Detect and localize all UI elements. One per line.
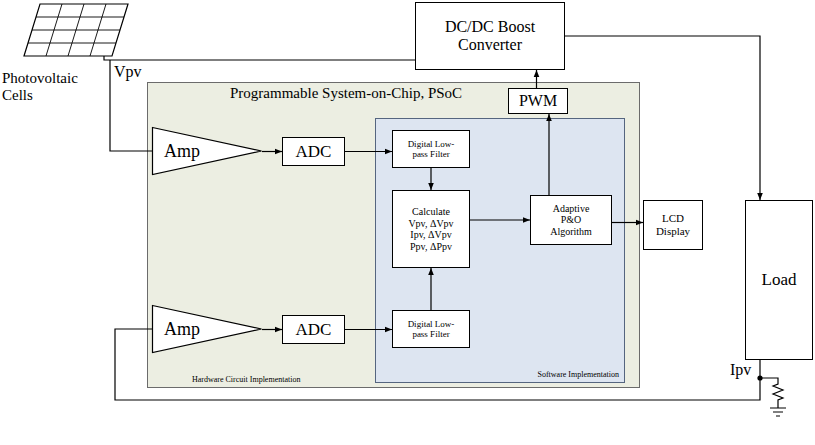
current-signal: Ipv (730, 361, 751, 379)
node-text: Amp (164, 141, 200, 162)
psoc-region: Programmable System-on-Chip, PSoC Hardwar… (147, 82, 640, 388)
panel-frame (24, 4, 128, 56)
pwm-box: PWM (508, 88, 568, 114)
node-text: LCD Display (651, 212, 695, 237)
signal-connector (110, 106, 152, 151)
load-box: Load (745, 200, 813, 360)
node-text: Digital Low-pass Filter (401, 139, 461, 160)
signal-connector (345, 151, 392, 152)
node-text: ADC (296, 320, 332, 340)
node-text: Load (762, 270, 797, 290)
signal-connector (536, 70, 537, 88)
adc-box: ADC (282, 137, 345, 166)
filter-box: Digital Low-pass Filter (392, 310, 470, 348)
node-text: ADC (296, 142, 332, 162)
node-text: PWM (519, 92, 557, 110)
node-text: Hardware Circuit Implementation (192, 375, 300, 384)
node-text: Calculate Vpv, ΔVpv Ipv, ΔVpv Ppv, ΔPpv (405, 206, 457, 252)
ground-symbol (770, 408, 786, 416)
signal-connector (345, 329, 392, 330)
node-text: Amp (164, 319, 200, 340)
amplifier-triangle: Amp (152, 305, 262, 353)
amplifier-outline (153, 128, 262, 175)
signal-connector (470, 219, 530, 220)
signal-connector (548, 114, 549, 195)
photovoltaic-panel: Photovoltaic Cells (0, 0, 138, 106)
signal-connector (612, 222, 643, 223)
signal-connector (262, 151, 282, 152)
display-box: LCD Display (643, 200, 703, 250)
signal-connector (115, 329, 760, 400)
adc-box: ADC (282, 315, 345, 344)
software-region: Software Implementation Digital Low-pass … (375, 118, 625, 383)
cell-grid (28, 4, 124, 56)
node-text: Programmable System-on-Chip, PSoC (230, 85, 462, 102)
node-text: Software Implementation (537, 370, 619, 379)
signal-connector (262, 329, 282, 330)
signal-connector (430, 268, 431, 310)
amplifier-outline (153, 306, 262, 353)
amplifier-triangle: Amp (152, 127, 262, 175)
signal-connector (565, 36, 760, 200)
node-text: DC/DC Boost Converter (435, 18, 545, 55)
node-text: Photovoltaic Cells (2, 70, 87, 105)
node-text: Digital Low-pass Filter (401, 319, 461, 340)
resistor-symbol (760, 378, 783, 408)
node-text: Adaptive P&O Algorithm (546, 203, 596, 238)
algorithm-box: Adaptive P&O Algorithm (530, 195, 612, 245)
signal-connector (430, 168, 431, 190)
calculate-box: Calculate Vpv, ΔVpv Ipv, ΔVpv Ppv, ΔPpv (392, 190, 470, 268)
filter-box: Digital Low-pass Filter (392, 130, 470, 168)
signal-connector (138, 59, 415, 60)
converter-box: DC/DC Boost Converter (415, 2, 565, 70)
voltage-signal: Vpv (114, 63, 142, 81)
